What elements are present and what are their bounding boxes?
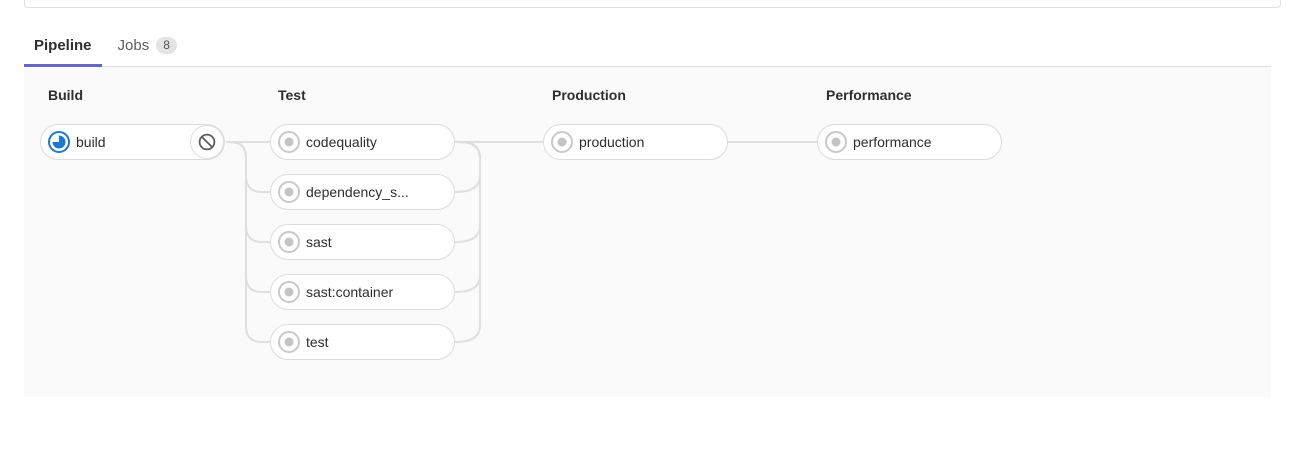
job-pill-test[interactable]: test (270, 324, 455, 360)
jobs-count-badge: 8 (156, 37, 177, 54)
stage-title-test: Test (278, 87, 306, 103)
status-created-icon (278, 231, 300, 253)
tab-jobs-label: Jobs (117, 37, 150, 54)
cancel-ban-icon (198, 133, 216, 151)
pipeline-tab-bar: Pipeline Jobs 8 (24, 27, 1271, 67)
status-created-icon (551, 131, 573, 153)
status-created-icon (278, 181, 300, 203)
status-created-icon (278, 281, 300, 303)
job-pill-codequality[interactable]: codequality (270, 124, 455, 160)
stage-connector-lines (226, 141, 817, 343)
job-pill-sast-container[interactable]: sast:container (270, 274, 455, 310)
job-pill-build[interactable]: build (40, 124, 225, 160)
status-running-icon (48, 131, 70, 153)
job-label: build (76, 134, 106, 150)
stage-title-production: Production (552, 87, 626, 103)
job-label: performance (853, 134, 932, 150)
job-label: sast (306, 234, 332, 250)
job-pill-dependency-scanning[interactable]: dependency_s... (270, 174, 455, 210)
job-label: production (579, 134, 645, 150)
status-created-icon (278, 331, 300, 353)
job-pill-performance[interactable]: performance (817, 124, 1002, 160)
previous-card-bottom-edge (24, 0, 1281, 8)
job-pill-production[interactable]: production (543, 124, 728, 160)
job-label: sast:container (306, 284, 394, 300)
tab-pipeline[interactable]: Pipeline (24, 27, 102, 67)
job-label: dependency_s... (306, 184, 409, 200)
job-pill-sast[interactable]: sast (270, 224, 455, 260)
pipeline-graph-panel: Build Test Production Performance build … (24, 67, 1271, 397)
job-label: test (306, 334, 329, 350)
stage-title-performance: Performance (826, 87, 912, 103)
tab-jobs[interactable]: Jobs 8 (108, 27, 187, 67)
stage-title-build: Build (48, 87, 83, 103)
tab-pipeline-label: Pipeline (34, 37, 92, 54)
cancel-job-button[interactable] (190, 125, 224, 159)
status-created-icon (278, 131, 300, 153)
status-created-icon (825, 131, 847, 153)
job-label: codequality (306, 134, 377, 150)
